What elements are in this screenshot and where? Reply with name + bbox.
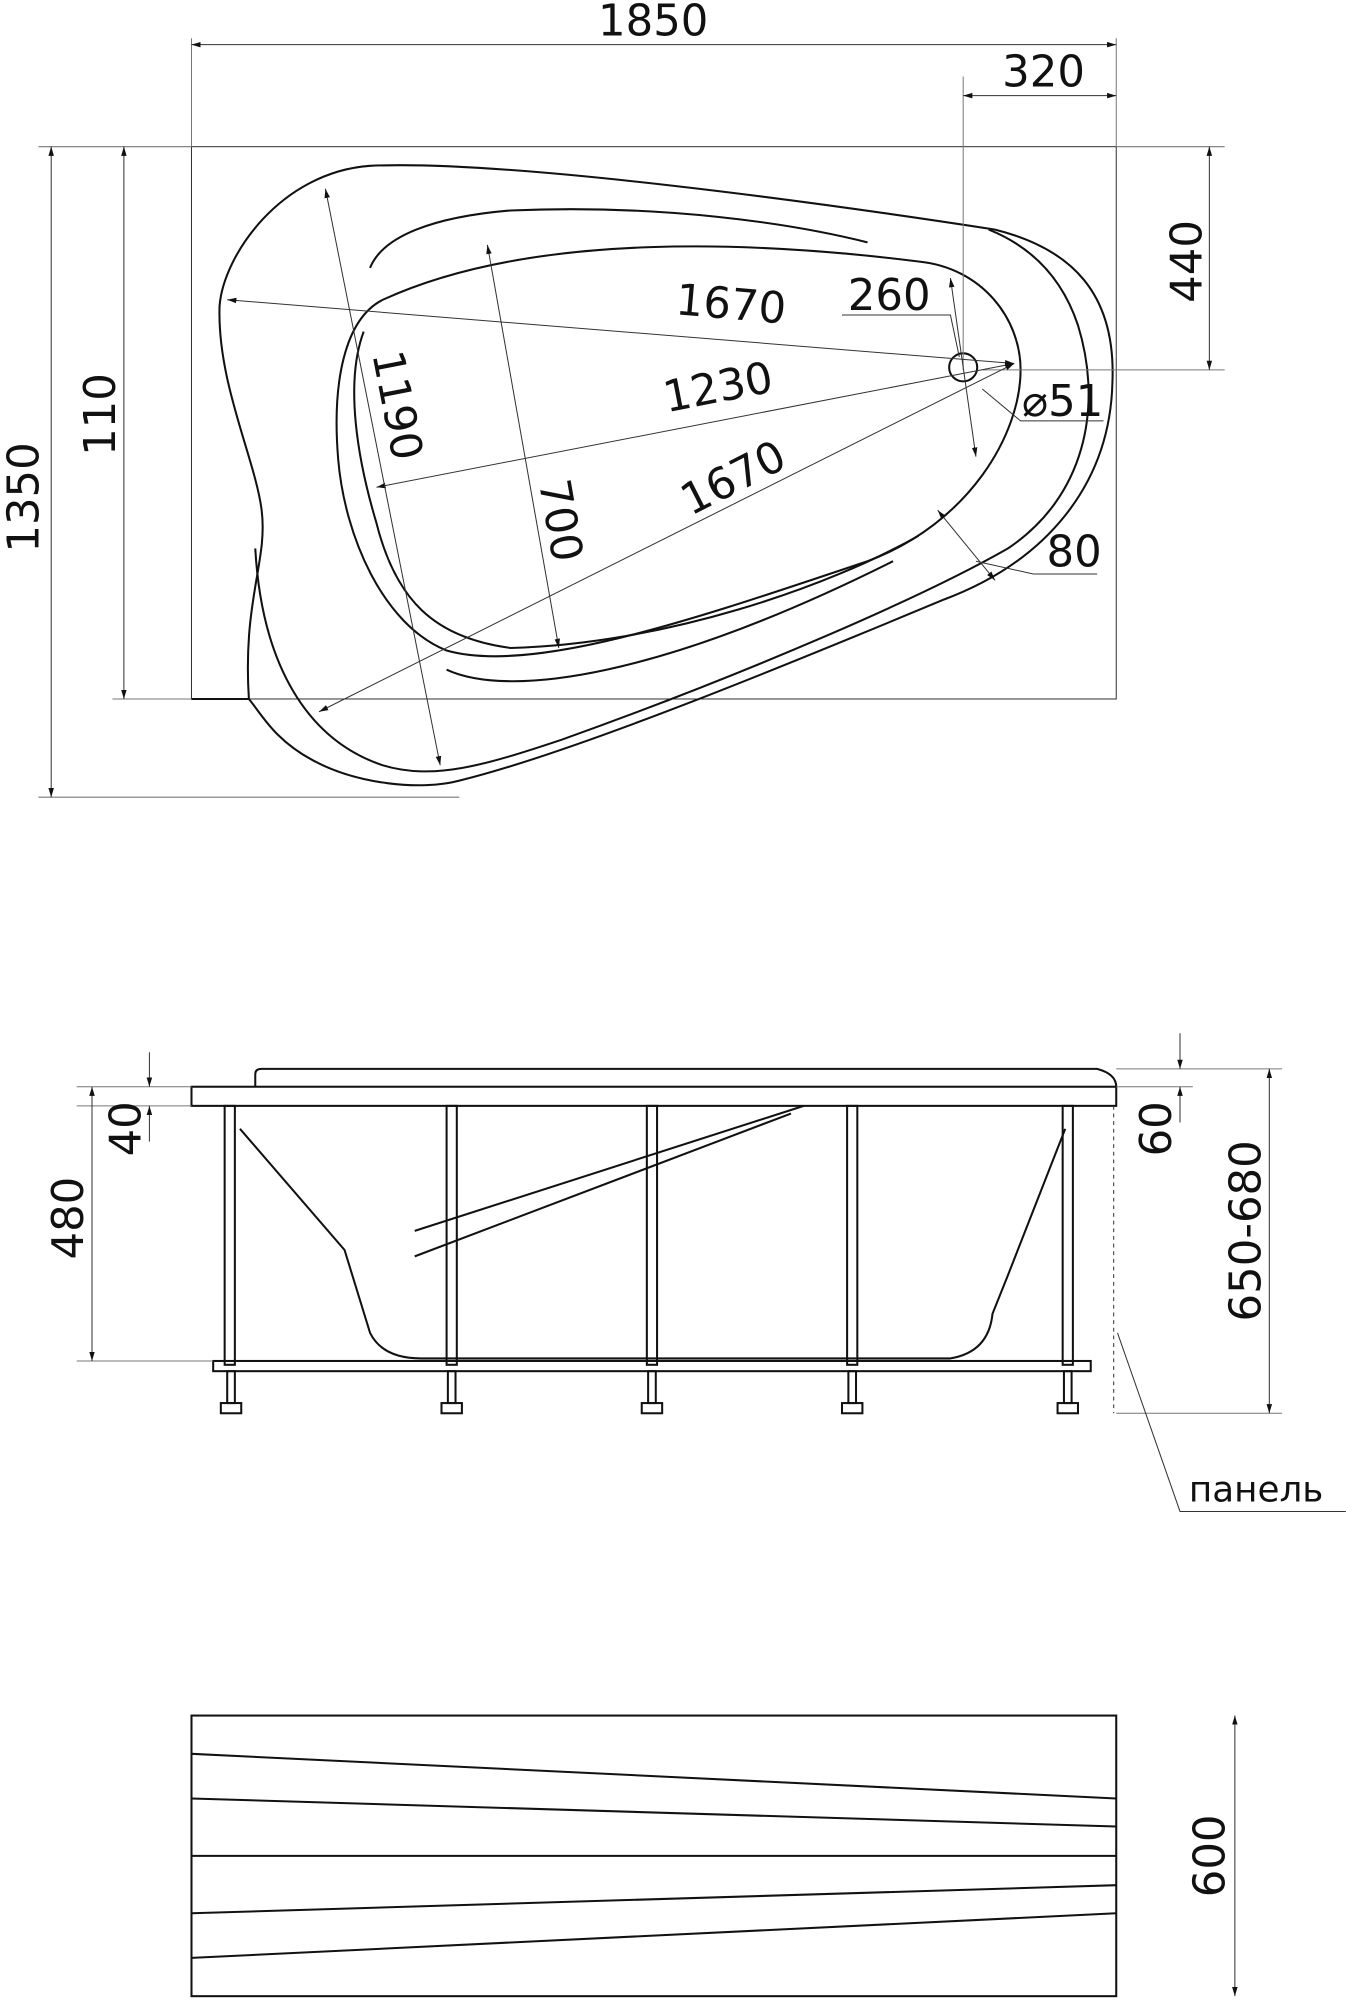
tub-rim (190, 1085, 1118, 1107)
dim-drain-diameter: ⌀51 (1022, 377, 1103, 427)
tub-outer-rim (191, 164, 1114, 787)
dim-rim-depth: 40 (101, 1101, 151, 1156)
bounding-rect (190, 146, 1117, 700)
dim-inner-width: 700 (528, 475, 592, 565)
dim-height-side: 110 (76, 373, 126, 456)
panel-label: панель (1189, 1469, 1323, 1510)
support-frame (212, 1104, 1092, 1415)
dim-drain-offset-y: 440 (1163, 220, 1213, 303)
dim-rim-width: 80 (1047, 527, 1102, 577)
dim-panel-height: 600 (1186, 1814, 1236, 1897)
tub-inner-basin (353, 331, 920, 649)
dim-bath-depth: 480 (44, 1177, 94, 1260)
tub-body-profile (239, 1128, 1067, 1360)
dim-drain-offset-x: 320 (1002, 48, 1085, 98)
dim-drain-radius: 260 (848, 271, 931, 321)
tub-top-edge (254, 1067, 1118, 1087)
side-view: 40 480 60 650-680 панель (44, 1033, 1346, 1512)
panel-view: 600 (190, 1714, 1238, 1998)
top-view: 1850 320 440 1350 110 1670 1230 1670 119… (0, 0, 1225, 798)
dim-width-total: 1850 (598, 0, 708, 47)
dim-top-thickness: 60 (1132, 1101, 1182, 1156)
dim-1190: 1190 (361, 347, 431, 465)
armrest-curve (369, 208, 868, 269)
dim-diagonal-lower: 1670 (673, 431, 794, 526)
dim-height-range: 650-680 (1221, 1140, 1271, 1321)
dim-diagonal-upper: 1670 (674, 275, 788, 334)
dim-height-total: 1350 (0, 442, 49, 552)
